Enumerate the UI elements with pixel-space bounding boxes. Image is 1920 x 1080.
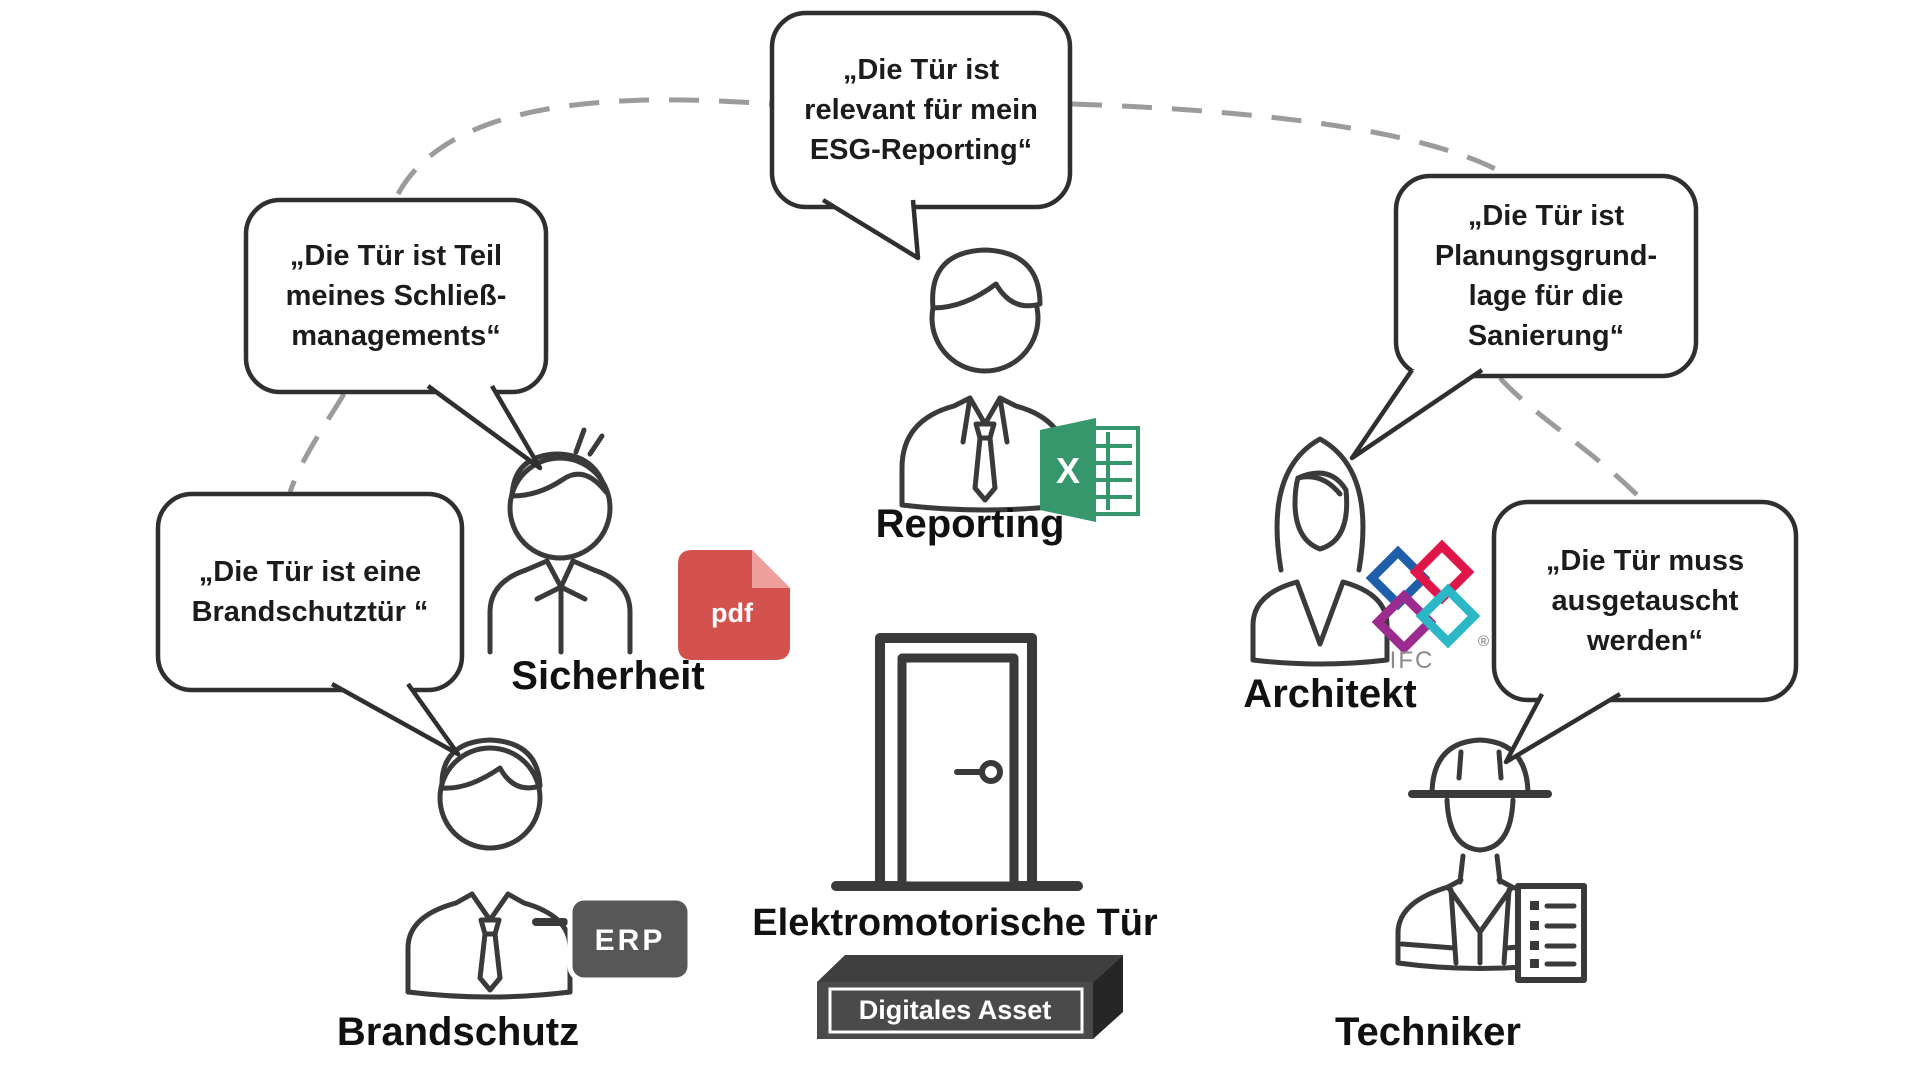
pdf-file-icon: pdf bbox=[678, 550, 790, 660]
bubble-planung bbox=[1349, 173, 1699, 461]
dashed-connectors bbox=[287, 97, 1646, 504]
bubble-esg bbox=[769, 10, 1073, 261]
architekt-person-icon bbox=[1250, 436, 1390, 667]
ifc-logo-label: IFC bbox=[1390, 647, 1435, 674]
connector-planung-austausch bbox=[1498, 376, 1646, 504]
erp-badge-label: ERP bbox=[595, 924, 666, 957]
sicherheit-person-icon bbox=[487, 427, 633, 655]
bubble-schliess bbox=[243, 197, 549, 471]
excel-icon-label: X bbox=[1056, 450, 1080, 491]
bubble-brandschutz bbox=[155, 491, 465, 757]
excel-icon: X bbox=[1040, 418, 1140, 522]
ifc-logo: ® IFC bbox=[1365, 539, 1489, 674]
door-icon bbox=[831, 633, 1083, 891]
connector-schliess-brandschutz bbox=[287, 392, 347, 493]
ifc-registered-mark: ® bbox=[1478, 633, 1489, 650]
bubble-austausch bbox=[1491, 499, 1799, 765]
checklist-icon bbox=[1515, 883, 1587, 983]
brandschutz-person-icon bbox=[405, 737, 573, 1000]
pdf-icon-label: pdf bbox=[711, 598, 754, 628]
reporting-person-icon bbox=[899, 247, 1071, 513]
connector-schliess-esg bbox=[395, 97, 771, 196]
digital-asset-box bbox=[817, 955, 1123, 1039]
erp-badge: ERP bbox=[567, 895, 693, 983]
connector-esg-planung bbox=[1071, 101, 1514, 181]
